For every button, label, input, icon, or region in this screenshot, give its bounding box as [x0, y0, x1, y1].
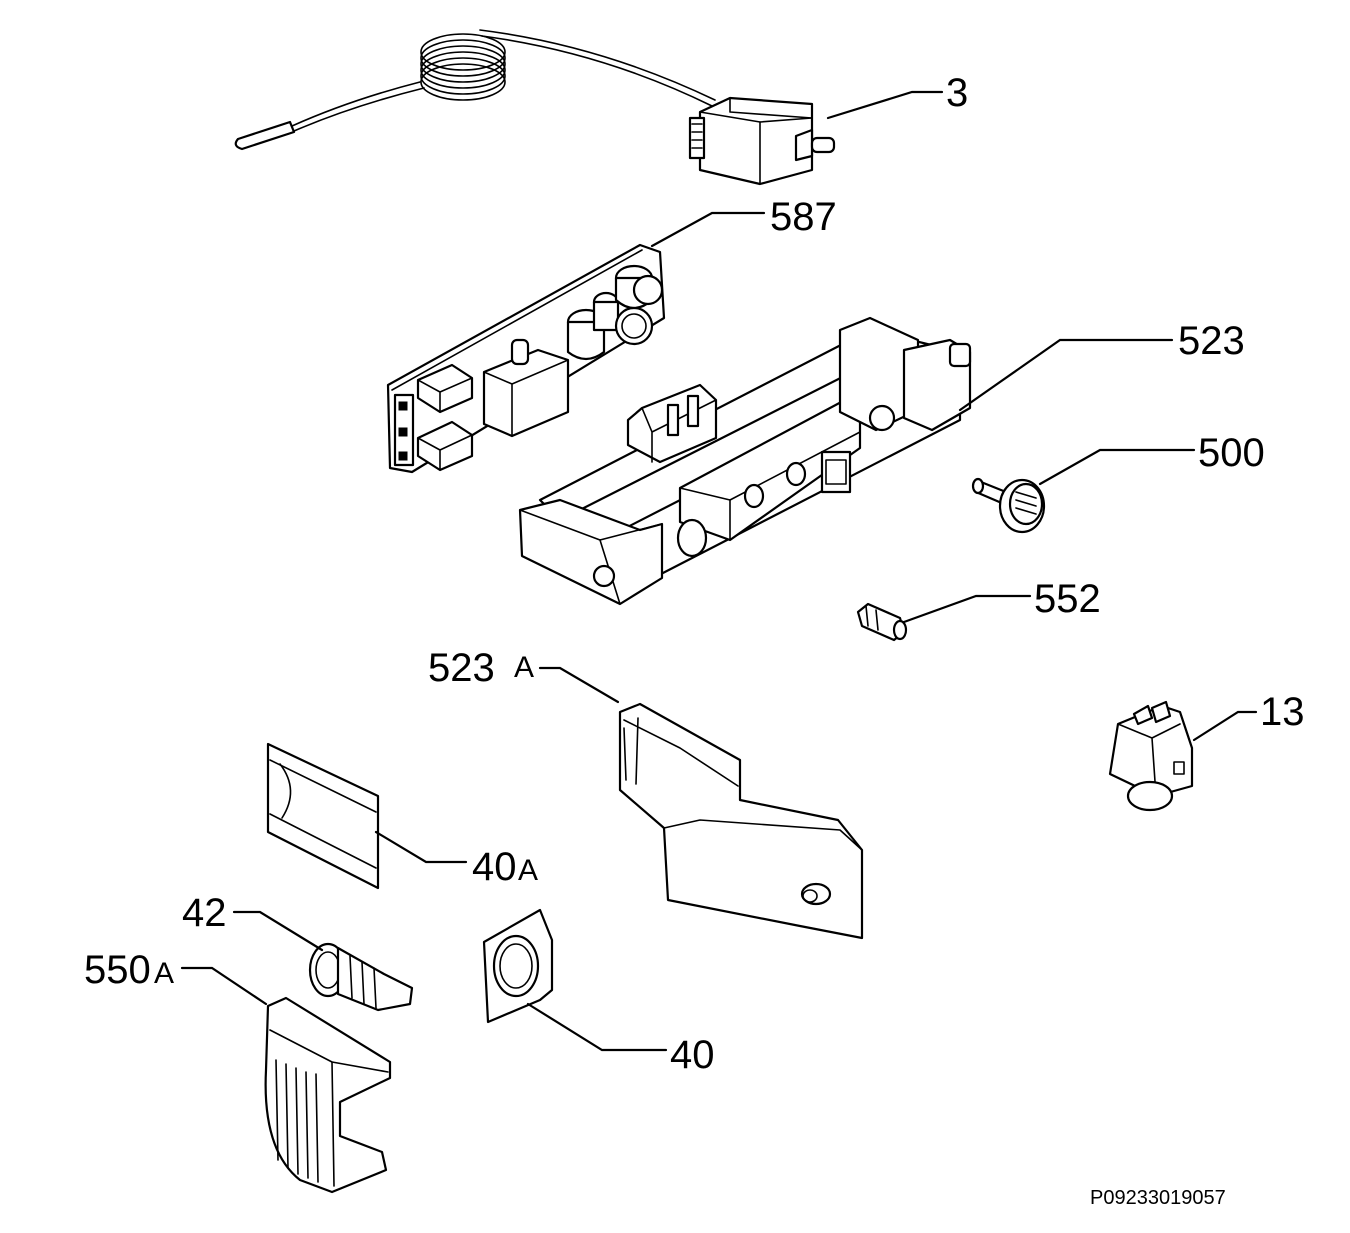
- leader-3: [826, 90, 944, 120]
- label-40a-number: 40: [472, 845, 517, 889]
- part-523-housing: [518, 316, 972, 606]
- leader-40: [526, 1002, 668, 1052]
- leader-587: [650, 211, 766, 248]
- label-42: 42: [182, 891, 227, 935]
- leader-13: [1192, 710, 1258, 742]
- part-42-lamp-holder: [308, 942, 414, 1012]
- drawing-code: P09233019057: [1090, 1187, 1226, 1209]
- part-523a-cover: [618, 702, 864, 940]
- leader-lines: [180, 90, 1258, 1052]
- label-523a-suffix: A: [514, 651, 534, 684]
- part-3-thermostat: [234, 29, 836, 186]
- part-13-switch: [1108, 700, 1194, 812]
- leader-42: [232, 910, 324, 952]
- part-552-lamp: [856, 602, 908, 642]
- label-3: 3: [946, 71, 968, 115]
- leader-500: [1038, 448, 1196, 486]
- label-40a-suffix: A: [518, 854, 538, 887]
- label-500: 500: [1198, 431, 1265, 475]
- part-587-pcb: [386, 243, 666, 474]
- part-labels: 3 587 523 500 552 523 A 13 40 A 42 550 A…: [84, 71, 1305, 1077]
- label-587: 587: [770, 195, 837, 239]
- label-40: 40: [670, 1033, 715, 1077]
- part-40a-strip: [266, 742, 380, 890]
- leader-550a: [180, 966, 268, 1006]
- leader-523: [958, 338, 1174, 412]
- label-550a-number: 550: [84, 948, 151, 992]
- label-523: 523: [1178, 319, 1245, 363]
- part-40-gasket: [482, 908, 554, 1024]
- leader-552: [902, 594, 1032, 624]
- label-13: 13: [1260, 690, 1305, 734]
- label-552: 552: [1034, 577, 1101, 621]
- leader-40a: [374, 830, 468, 864]
- label-550a-suffix: A: [154, 957, 174, 990]
- leader-523a: [538, 666, 620, 704]
- label-523a-number: 523: [428, 646, 495, 690]
- part-550a-end-cap: [264, 996, 392, 1194]
- part-500-knob: [971, 477, 1046, 534]
